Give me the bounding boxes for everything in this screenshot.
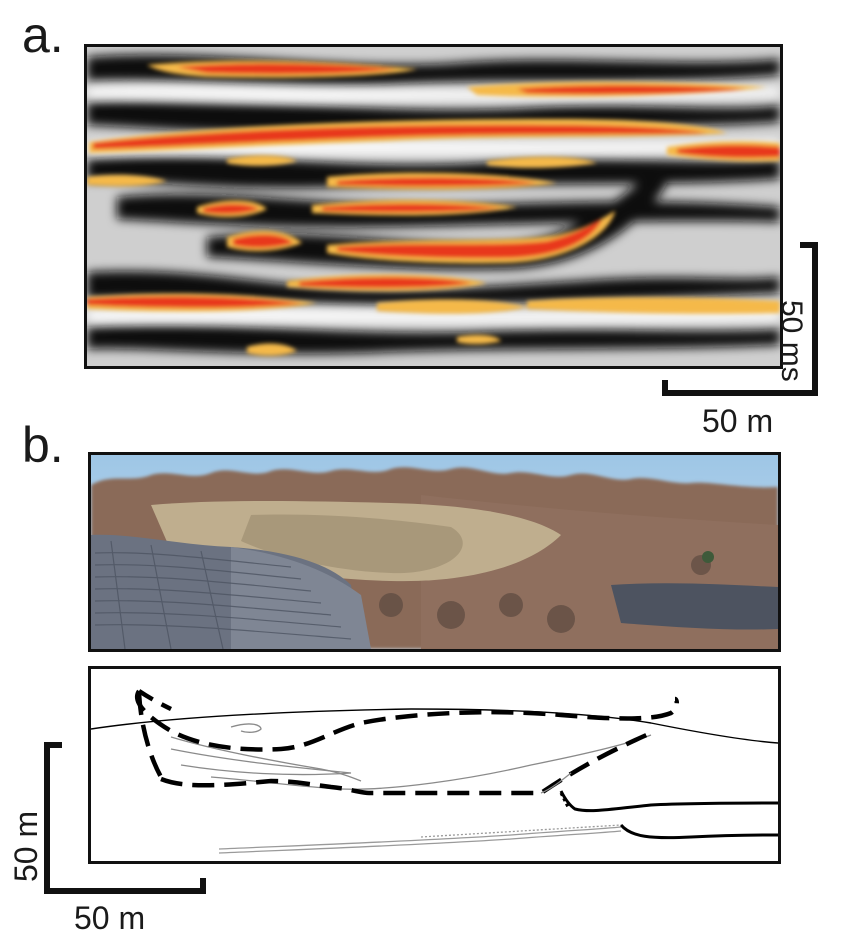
horizontal-scale-bar-b (44, 888, 206, 894)
outcrop-interpretation-drawing (88, 666, 781, 864)
panel-a-label: a. (22, 7, 64, 63)
horizontal-scale-label-b: 50 m (74, 900, 146, 936)
panel-b-label: b. (22, 417, 64, 473)
vertical-scale-tick-a (800, 242, 818, 248)
horizontal-scale-bar-a (662, 390, 818, 396)
vertical-scale-label-b: 50 m (8, 810, 44, 882)
vertical-scale-bar-b (44, 742, 50, 894)
outcrop-photo (88, 452, 781, 652)
vertical-scale-bar-a (812, 242, 818, 396)
vertical-scale-label-a: 50 ms (775, 300, 808, 382)
vertical-scale-tick-b (44, 742, 62, 748)
horizontal-scale-tick-a (662, 380, 668, 396)
horizontal-scale-label-a: 50 m (702, 403, 774, 439)
horizontal-scale-tick-b (200, 878, 206, 894)
seismic-section-image (84, 44, 783, 369)
